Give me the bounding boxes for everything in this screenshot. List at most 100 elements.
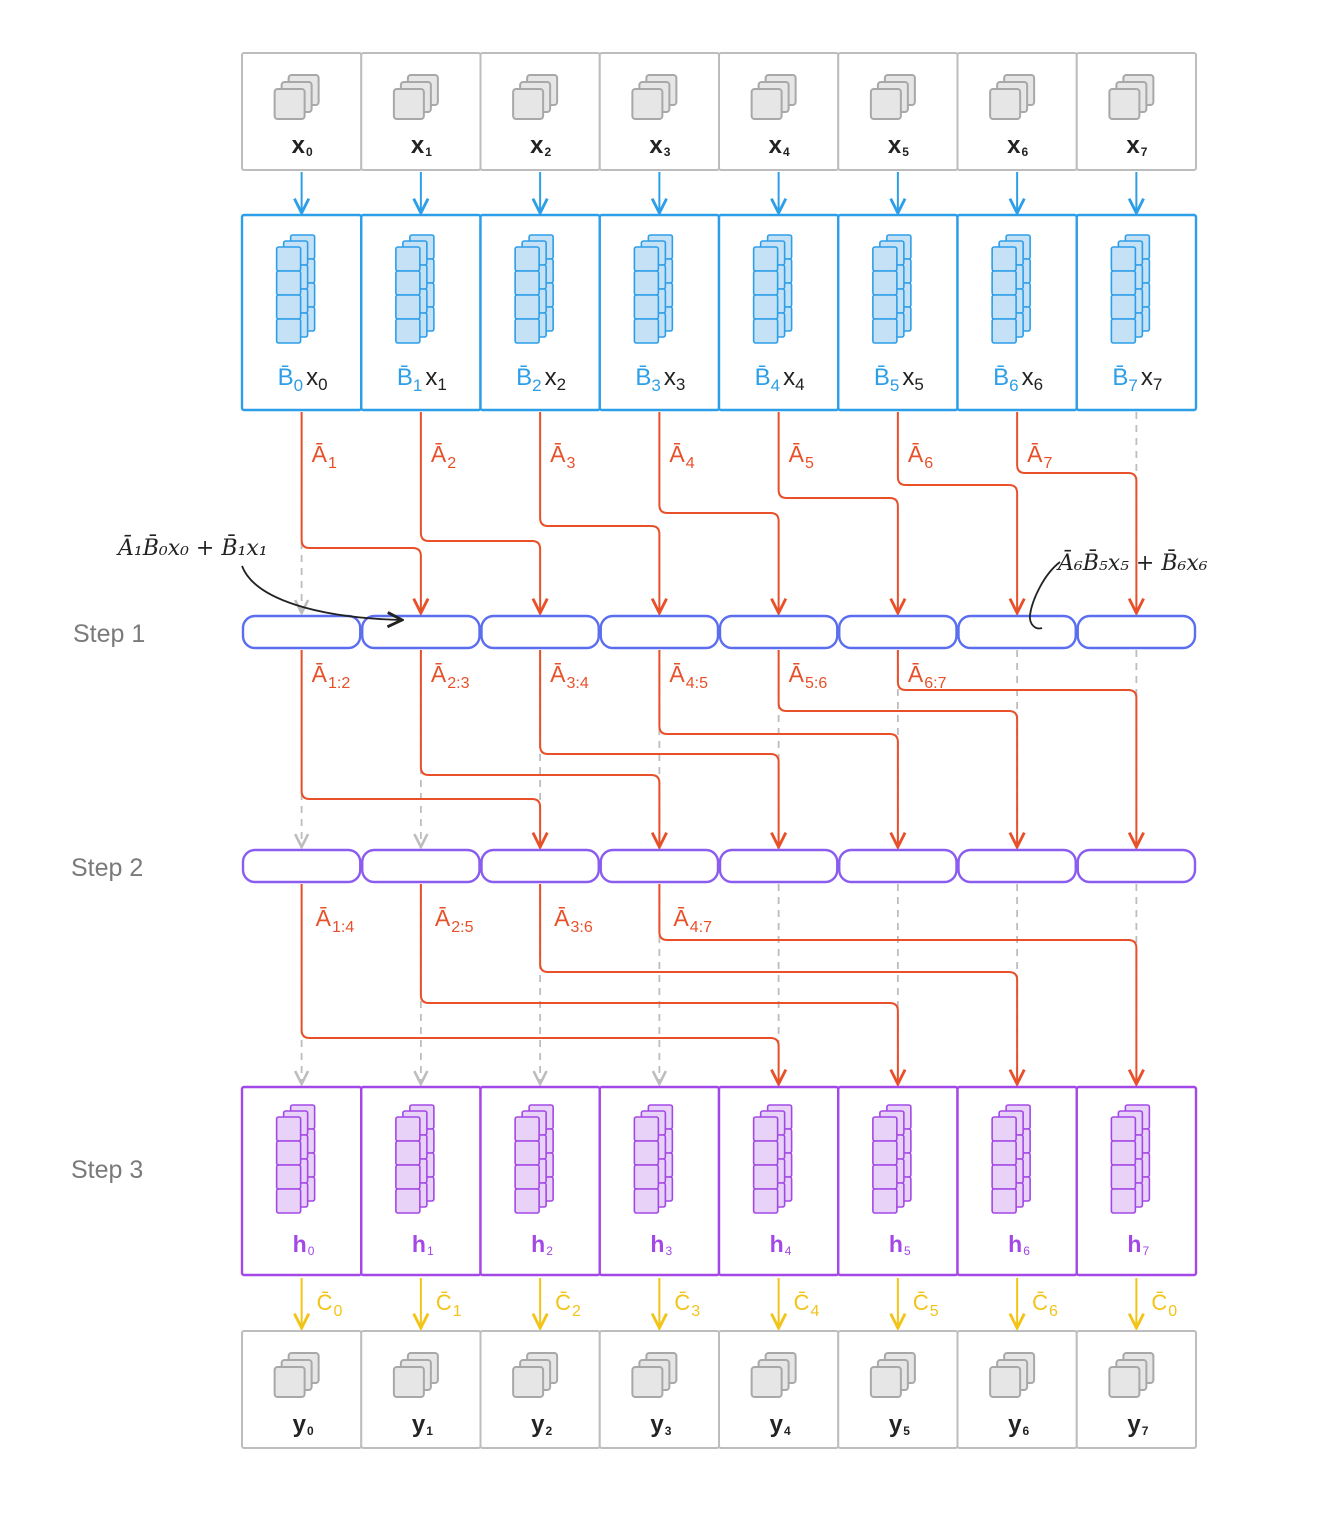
a-label-s0-1-sub: 2 bbox=[447, 455, 456, 472]
h-matrix-icon-0-cell-2-2 bbox=[275, 1164, 302, 1190]
b-matrix-icon-5 bbox=[872, 234, 912, 344]
b-matrix-icon-2-col-2 bbox=[514, 246, 540, 344]
a-label-s0-5: Ā6 bbox=[908, 441, 933, 472]
a-label-s2-0: Ā1:4 bbox=[316, 905, 355, 936]
annotation-left-arrow bbox=[241, 565, 402, 620]
a-label-s1-0: Ā1:2 bbox=[312, 661, 351, 692]
h-label-5-main: h bbox=[889, 1231, 903, 1257]
red-path-s1-1 bbox=[419, 650, 660, 847]
input-stack-icon-1-square-2 bbox=[392, 88, 425, 120]
a-label-s1-4-main: Ā bbox=[789, 661, 805, 687]
output-label-4: y4 bbox=[770, 1411, 791, 1438]
b-matrix-icon-1-cell-2-2 bbox=[395, 294, 421, 320]
input-label-3-sub: 3 bbox=[664, 145, 671, 159]
h-label-5-sub: 5 bbox=[904, 1244, 911, 1258]
b-matrix-icon-0-cell-2-0 bbox=[275, 246, 302, 272]
h-matrix-icon-4-cell-2-0 bbox=[752, 1116, 779, 1142]
red-path-layer bbox=[300, 412, 1137, 1084]
b-label-5-x: x bbox=[902, 364, 914, 391]
input-label-1-main: x bbox=[411, 132, 425, 159]
input-label-5: x5 bbox=[888, 132, 909, 159]
red-path-s0-4 bbox=[777, 412, 898, 613]
output-stack-icon-5-square-2 bbox=[869, 1366, 902, 1398]
a-label-s1-3: Ā4:5 bbox=[669, 661, 708, 692]
b-label-4-bsub: 4 bbox=[771, 376, 780, 395]
step2-cell-2 bbox=[480, 848, 600, 884]
h-matrix-icon-2 bbox=[514, 1104, 554, 1214]
input-label-2-sub: 2 bbox=[544, 145, 551, 159]
h-matrix-icon-7-cell-2-3 bbox=[1110, 1188, 1137, 1214]
a-label-s0-2: Ā3 bbox=[550, 441, 575, 472]
input-stack-icon-2-square-2 bbox=[512, 88, 545, 120]
step1-cell-6 bbox=[957, 614, 1077, 650]
output-stack-icon-4 bbox=[750, 1352, 797, 1398]
h-matrix-icon-3-cell-2-3 bbox=[633, 1188, 660, 1214]
h-matrix-icon-1-cell-2-1 bbox=[395, 1140, 421, 1166]
input-stack-icon-7-square-2 bbox=[1108, 88, 1141, 120]
annotation-right-arrow bbox=[1029, 561, 1061, 630]
b-matrix-icon-4-cell-2-1 bbox=[752, 270, 779, 296]
input-label-6-sub: 6 bbox=[1021, 145, 1028, 159]
h-label-2: h2 bbox=[531, 1231, 553, 1258]
h-label-2-main: h bbox=[531, 1231, 545, 1257]
a-label-s0-0-main: Ā bbox=[312, 441, 328, 467]
input-stack-icon-0 bbox=[273, 74, 320, 120]
input-label-4: x4 bbox=[769, 132, 790, 159]
a-label-s0-6-main: Ā bbox=[1027, 441, 1043, 467]
b-label-2-b: B̄ bbox=[516, 364, 532, 391]
h-matrix-icon-5-cell-2-1 bbox=[872, 1140, 898, 1166]
step1-cell-5 bbox=[838, 614, 958, 650]
c-label-0-sub: 0 bbox=[334, 1303, 343, 1320]
h-label-4: h4 bbox=[770, 1231, 792, 1258]
a-label-s2-1: Ā2:5 bbox=[435, 905, 474, 936]
red-path-s2-0 bbox=[300, 884, 779, 1084]
b-label-1-x: x bbox=[425, 364, 437, 391]
red-path-s1-4 bbox=[777, 650, 1018, 847]
a-label-s0-3-main: Ā bbox=[669, 441, 685, 467]
annotation-left: Ā₁B̄₀x₀ + B̄₁x₁ bbox=[116, 534, 402, 620]
a-label-s1-5-main: Ā bbox=[908, 661, 924, 687]
b-label-3-bsub: 3 bbox=[651, 376, 660, 395]
a-label-s1-5: Ā6:7 bbox=[908, 661, 947, 692]
a-label-s0-3: Ā4 bbox=[669, 441, 694, 472]
h-matrix-icon-2-cell-2-3 bbox=[514, 1188, 540, 1214]
step1-cell-4 bbox=[718, 614, 839, 650]
b-label-6-x: x bbox=[1022, 364, 1034, 391]
h-label-7-sub: 7 bbox=[1142, 1244, 1149, 1258]
c-label-5-main: C̄ bbox=[913, 1290, 929, 1315]
input-stack-icon-4-square-2 bbox=[750, 88, 783, 120]
a-label-s2-2: Ā3:6 bbox=[554, 905, 593, 936]
step1-cell-2 bbox=[480, 614, 600, 650]
b-matrix-icon-7-cell-2-1 bbox=[1110, 270, 1137, 296]
red-path-s0-6 bbox=[1016, 412, 1136, 613]
a-label-s0-4-main: Ā bbox=[789, 441, 805, 467]
b-label-0-bsub: 0 bbox=[294, 376, 303, 395]
h-matrix-icon-4-cell-2-3 bbox=[752, 1188, 779, 1214]
a-label-s1-1-main: Ā bbox=[431, 661, 447, 687]
b-label-5-bsub: 5 bbox=[890, 376, 899, 395]
output-stack-icon-3 bbox=[631, 1352, 678, 1398]
a-label-s2-3-main: Ā bbox=[673, 905, 689, 931]
a-label-s1-0-main: Ā bbox=[312, 661, 328, 687]
step2-cell-4 bbox=[718, 848, 839, 884]
b-matrix-icon-5-col-2 bbox=[872, 246, 898, 344]
red-path-s2-3 bbox=[658, 884, 1136, 1084]
a-label-s1-2: Ā3:4 bbox=[550, 661, 589, 692]
input-label-6-main: x bbox=[1007, 132, 1021, 159]
a-label-s1-3-main: Ā bbox=[669, 661, 685, 687]
h-matrix-icon-4-col-2 bbox=[752, 1116, 779, 1214]
b-matrix-icon-1-cell-2-3 bbox=[395, 318, 421, 344]
input-stack-icon-2 bbox=[512, 74, 559, 120]
b-label-2-x: x bbox=[545, 364, 557, 391]
step1-cell-0 bbox=[241, 614, 362, 650]
a-label-s2-0-main: Ā bbox=[316, 905, 332, 931]
output-label-3-sub: 3 bbox=[665, 1424, 672, 1438]
input-stack-icon-5-square-2 bbox=[869, 88, 902, 120]
output-stack-icon-2 bbox=[512, 1352, 559, 1398]
input-label-0-main: x bbox=[292, 132, 306, 159]
c-label-2-main: C̄ bbox=[555, 1290, 571, 1315]
b-label-1-bsub: 1 bbox=[413, 376, 422, 395]
h-matrix-icon-4-cell-2-1 bbox=[752, 1140, 779, 1166]
